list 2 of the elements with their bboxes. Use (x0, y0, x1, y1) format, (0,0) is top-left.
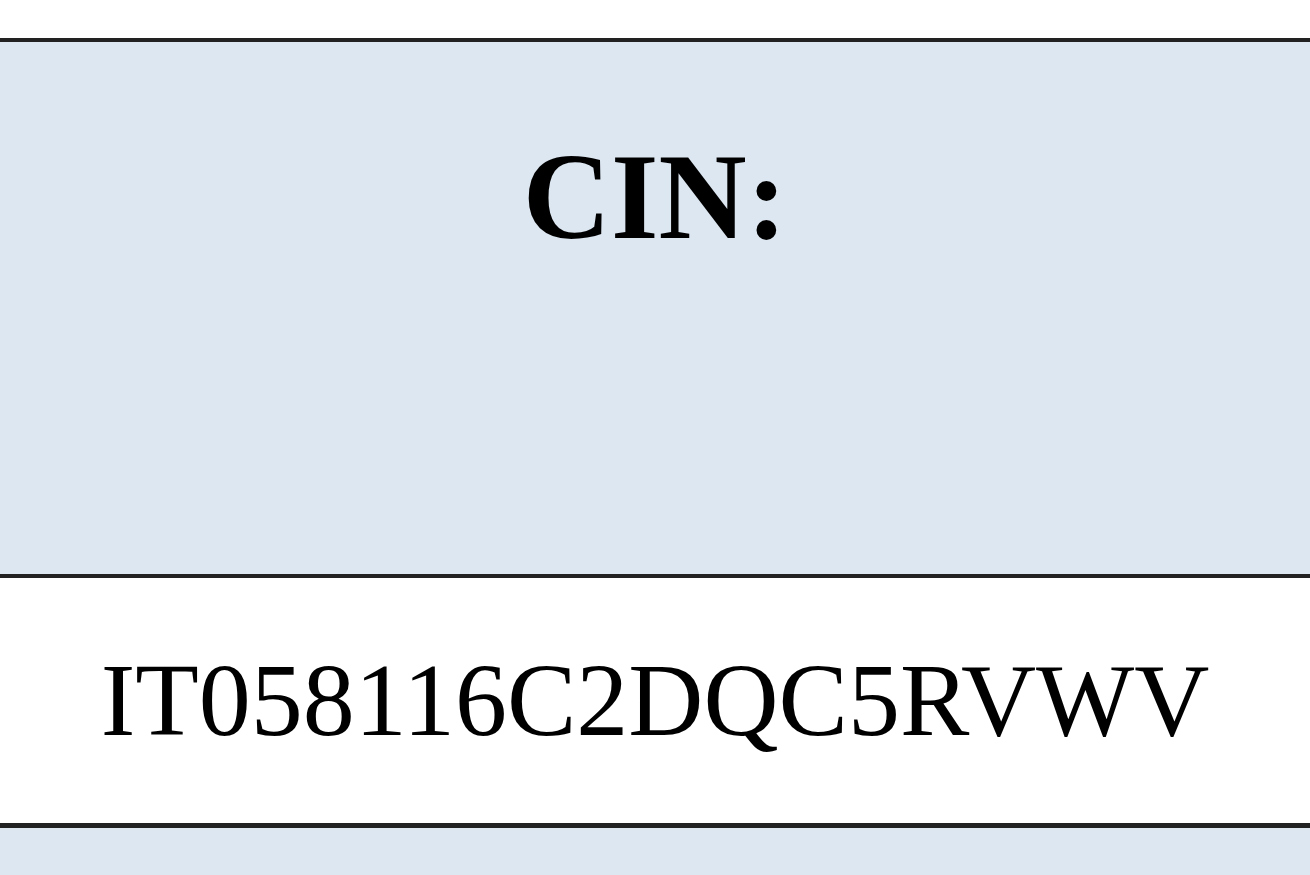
header-text: CIN: (522, 130, 788, 265)
cell-text: IT058116C2DQC5RVWV (100, 643, 1210, 758)
